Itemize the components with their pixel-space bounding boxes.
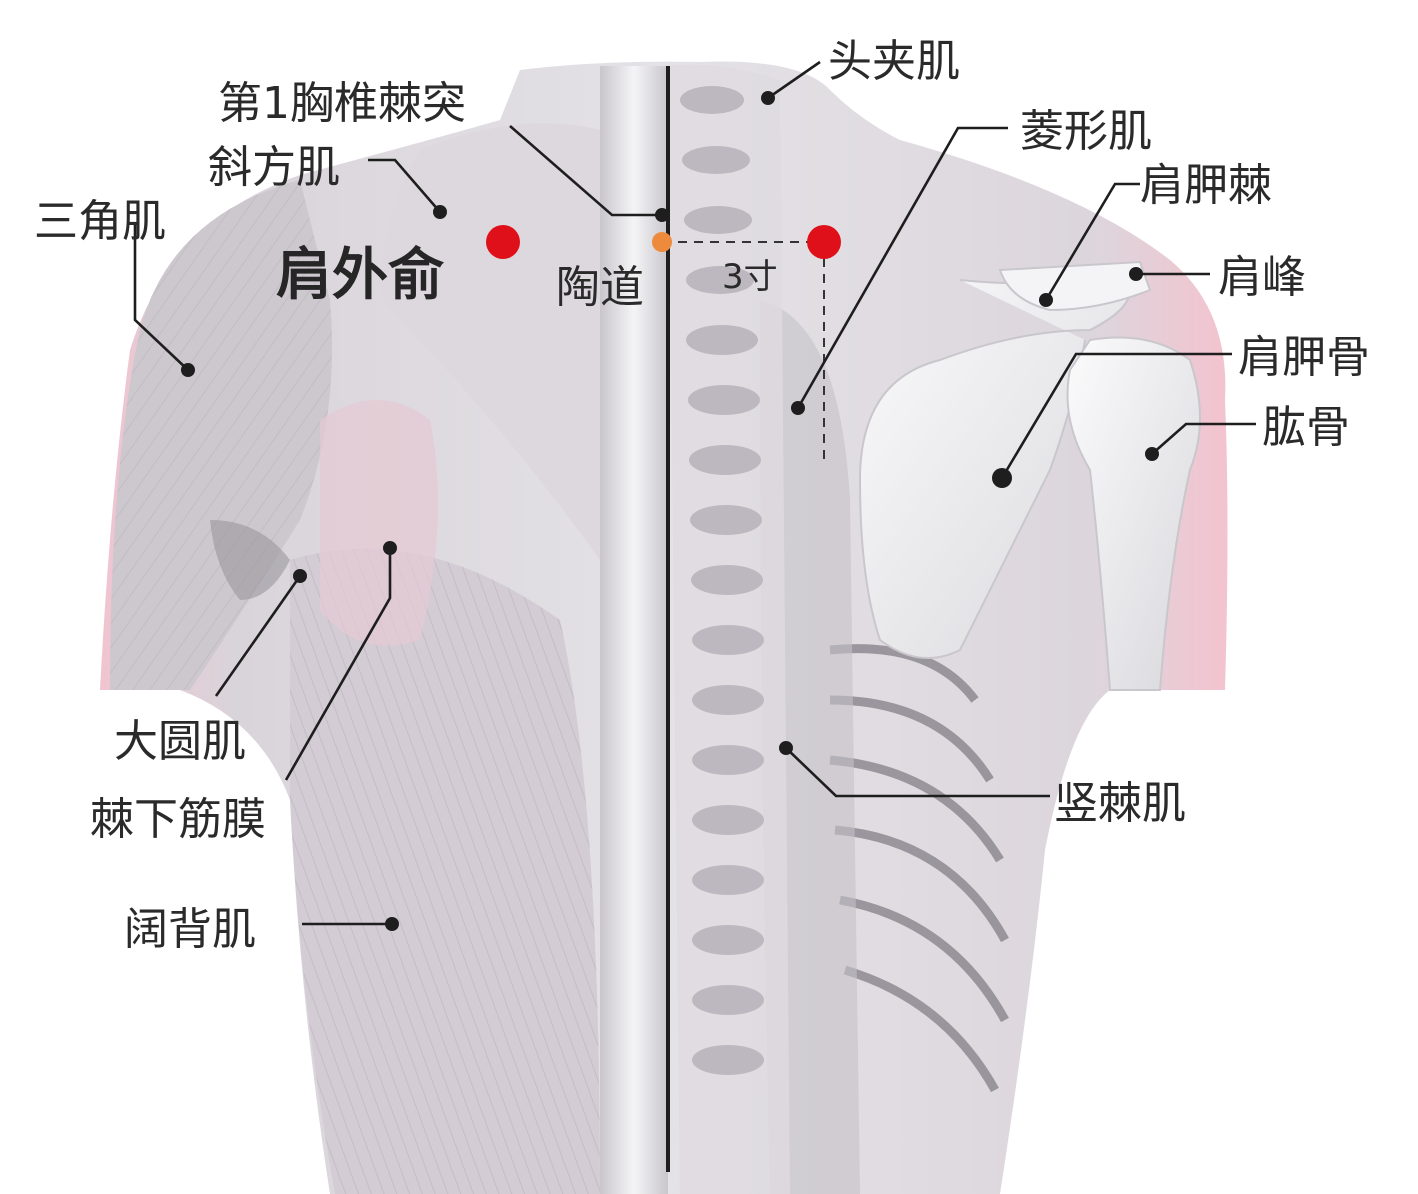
label-splenius: 头夹肌 [828, 36, 960, 87]
label-latissimus: 阔背肌 [124, 904, 256, 955]
label-erector-spinae: 竖棘肌 [1054, 778, 1186, 829]
label-t1-spinous: 第1胸椎棘突 [218, 78, 466, 129]
label-deltoid: 三角肌 [34, 196, 166, 247]
label-teres-major: 大圆肌 [114, 716, 246, 767]
scapula-humerus [858, 260, 1201, 691]
label-trapezius: 斜方肌 [208, 142, 340, 193]
label-rhomboid: 菱形肌 [1020, 106, 1152, 157]
jianwaishu-point-right [807, 225, 841, 259]
acupoint-title: 肩外俞 [276, 243, 445, 308]
measurement-3cun [662, 241, 825, 460]
label-scapular-spine: 肩胛棘 [1140, 160, 1272, 211]
label-taodao: 陶道 [556, 262, 644, 313]
spine [600, 64, 790, 1194]
label-humerus: 肱骨 [1262, 402, 1350, 453]
acupoints [486, 225, 841, 259]
leader-lines [133, 60, 1256, 931]
label-distance-3cun: 3寸 [722, 257, 778, 297]
labels: 第1胸椎棘突 头夹肌 斜方肌 菱形肌 三角肌 肩胛棘 肩峰 肩胛骨 肱骨 大圆肌… [34, 36, 1370, 955]
label-infraspinous-fascia: 棘下筋膜 [90, 794, 266, 845]
jianwaishu-point-left [486, 225, 520, 259]
label-acromion: 肩峰 [1218, 252, 1306, 303]
label-scapula: 肩胛骨 [1238, 332, 1370, 383]
taodao-point [652, 232, 672, 252]
